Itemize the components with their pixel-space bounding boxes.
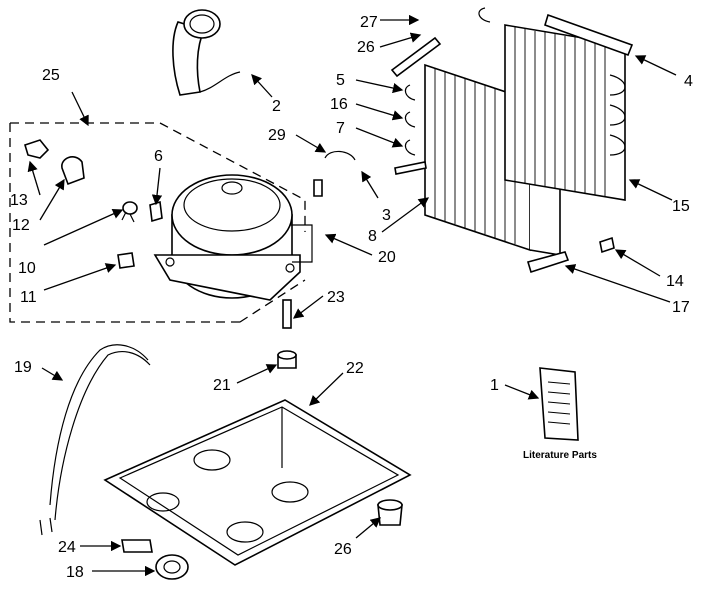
part-26-foot	[377, 499, 403, 526]
part-11-terminal	[117, 252, 135, 269]
callout-11: 11	[20, 289, 37, 306]
part-15-screw	[599, 236, 615, 254]
callout-18: 20	[378, 249, 396, 266]
callout-26: 26	[334, 541, 352, 558]
part-4-strip	[544, 13, 634, 57]
part-20-grommet	[277, 350, 297, 369]
part-17-clip	[404, 111, 416, 128]
callout-22: 18	[66, 564, 84, 581]
compressor	[153, 174, 313, 301]
callout-15: 14	[666, 273, 684, 290]
callout-28: 27	[360, 14, 378, 31]
part-19-harness	[39, 344, 151, 536]
part-28-clip	[478, 7, 491, 23]
part-12-cover	[61, 156, 85, 186]
part-8-clip	[404, 139, 416, 156]
callout-labels: 27 26 4 25 2 5 16 7 29 6 13 12 3 15 8 10…	[10, 14, 693, 581]
part-14-evaporator-coil	[504, 24, 626, 201]
callout-10: 10	[18, 260, 36, 277]
part-21-base	[103, 399, 412, 566]
callout-20: 21	[213, 377, 231, 394]
callout-24: 24	[58, 539, 76, 556]
leader-lines	[27, 14, 677, 577]
callout-14: 15	[672, 198, 690, 215]
callout-25: 25	[42, 67, 60, 84]
callout-23: 23	[327, 289, 345, 306]
part-29-tube	[324, 150, 356, 161]
literature-caption: Literature Parts	[523, 450, 597, 461]
callout-21: 22	[346, 360, 364, 377]
part-2-tube	[172, 9, 241, 96]
part-22-wheel	[155, 554, 189, 580]
callout-2: 2	[272, 98, 281, 115]
part-1-literature	[539, 367, 579, 441]
part-24-sleeve	[121, 539, 153, 553]
callout-13: 13	[10, 192, 28, 209]
part-6-relay	[149, 200, 163, 223]
callout-1: 1	[490, 377, 499, 394]
part-23-tube	[282, 299, 292, 329]
callout-27: 26	[357, 39, 375, 56]
part-16-strip	[526, 251, 570, 274]
callout-16: 17	[672, 299, 690, 316]
callout-29: 29	[268, 127, 286, 144]
part-13-clip	[24, 139, 50, 159]
callout-12: 12	[12, 217, 30, 234]
callout-5: 5	[336, 72, 345, 89]
part-27-bracket	[390, 36, 442, 78]
part-18-screw	[313, 179, 323, 197]
callout-19: 19	[14, 359, 32, 376]
callout-6: 6	[154, 148, 163, 165]
callout-8: 7	[336, 120, 345, 137]
part-3-rod	[394, 161, 427, 175]
callout-4: 4	[684, 73, 693, 90]
callout-7: 8	[368, 228, 377, 245]
part-5-clip	[404, 84, 416, 101]
callout-17: 16	[330, 96, 348, 113]
part-10-overload	[121, 201, 138, 223]
callout-3: 3	[382, 207, 391, 224]
